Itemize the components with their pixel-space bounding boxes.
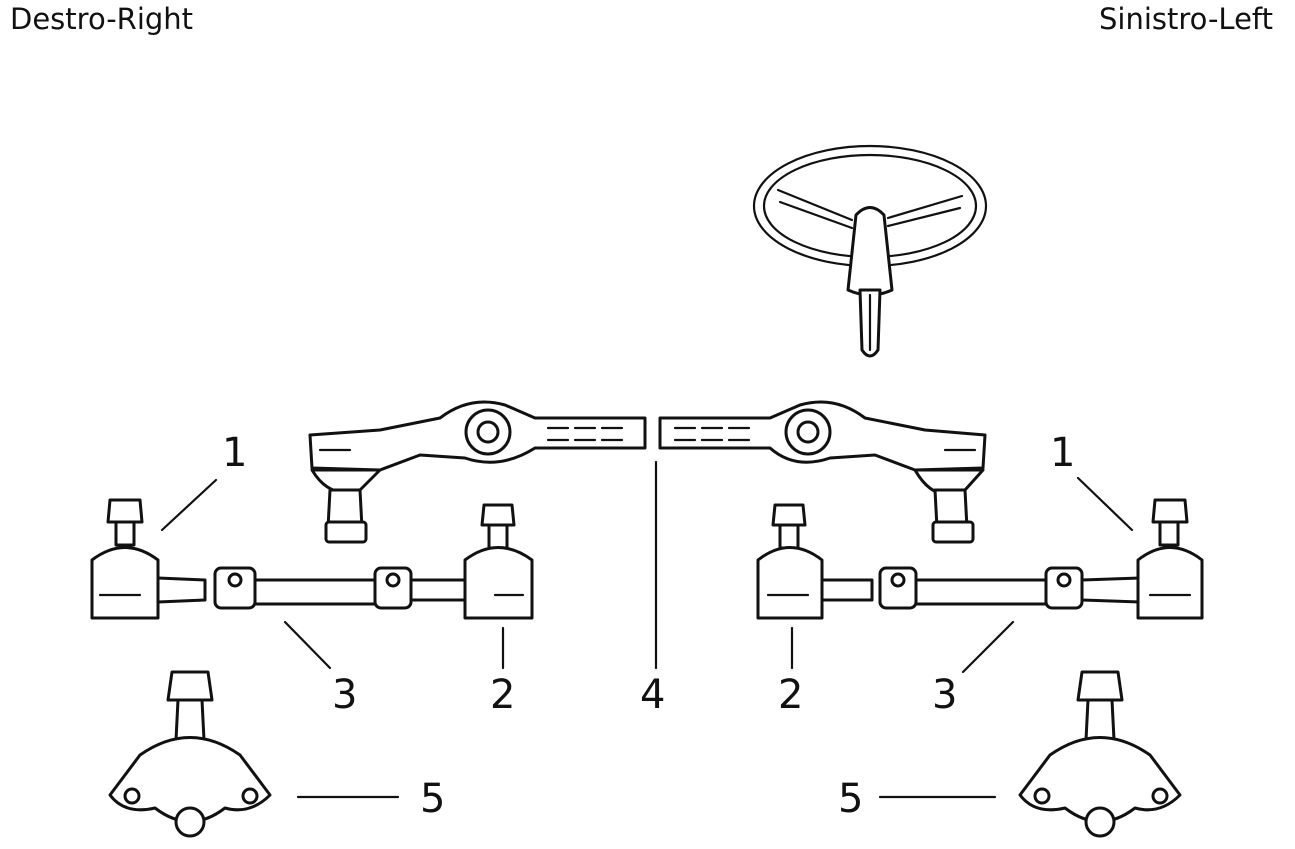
callout-2-left: 2 bbox=[778, 672, 803, 718]
leader-lines bbox=[160, 460, 1134, 799]
callout-2-right: 2 bbox=[490, 672, 515, 718]
side-label-left: Sinistro-Left bbox=[1099, 2, 1273, 36]
callout-4-center: 4 bbox=[640, 672, 665, 718]
tie-rod-right bbox=[90, 498, 534, 620]
lower-ball-joint-left bbox=[1018, 670, 1182, 838]
side-label-right: Destro-Right bbox=[10, 2, 194, 36]
callout-3-right: 3 bbox=[332, 672, 357, 718]
lower-ball-joint-right bbox=[108, 670, 272, 838]
callout-1-right: 1 bbox=[222, 430, 247, 476]
callout-5-left: 5 bbox=[838, 776, 863, 822]
tie-rod-left bbox=[756, 498, 1204, 620]
center-link-assembly bbox=[308, 400, 987, 544]
callout-5-right: 5 bbox=[420, 776, 445, 822]
steering-wheel bbox=[752, 144, 988, 358]
callout-3-left: 3 bbox=[932, 672, 957, 718]
callout-1-left: 1 bbox=[1050, 430, 1075, 476]
